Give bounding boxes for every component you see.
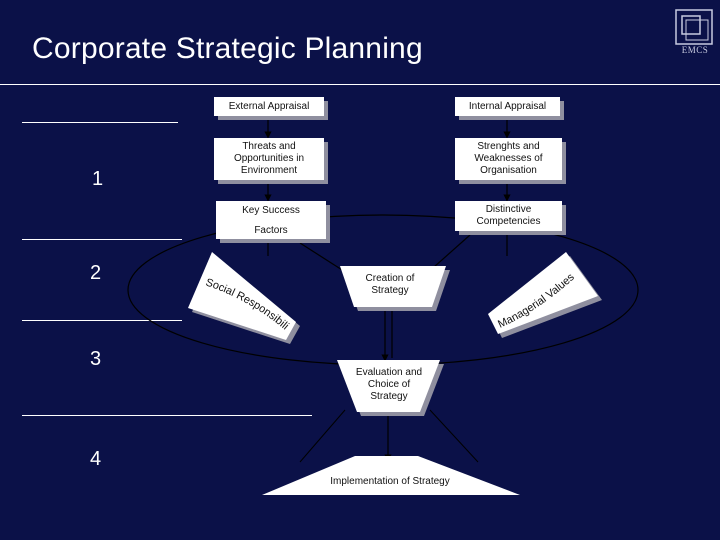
connector-right-implementation — [429, 409, 479, 463]
evaluation-label-line3: Strategy — [370, 391, 407, 402]
evaluation-label-line2: Choice of — [368, 379, 410, 390]
creation-label-line1: Creation of — [366, 273, 415, 284]
external-appraisal-box[interactable]: External Appraisal — [214, 97, 324, 116]
emcs-logo-icon — [675, 9, 713, 45]
key-success-line2: Factors — [254, 225, 288, 236]
connector-left-implementation — [299, 409, 346, 463]
evaluation-label-line1: Evaluation and — [356, 367, 422, 378]
creation-of-strategy-shape[interactable] — [340, 266, 446, 307]
distinctive-competencies-label: Distinctive Competencies — [476, 204, 541, 227]
section-number-4: 4 — [90, 448, 102, 470]
section-divider-1 — [22, 122, 178, 123]
section-number-2: 2 — [90, 262, 102, 284]
evaluation-choice-shape[interactable] — [337, 360, 440, 412]
internal-appraisal-label: Internal Appraisal — [468, 100, 547, 112]
section-divider-3 — [22, 320, 182, 321]
section-divider-4 — [22, 415, 312, 416]
section-number-3: 3 — [90, 348, 102, 370]
threats-opportunities-label: Threats and Opportunities in Environment — [233, 141, 305, 176]
managerial-values-shape[interactable] — [488, 252, 598, 334]
implementation-label: Implementation of Strategy — [330, 476, 450, 487]
social-responsibility-shape[interactable] — [188, 252, 296, 340]
section-divider-2 — [22, 239, 182, 240]
strengths-weaknesses-label: Strenghts and Weaknesses of Organisation — [474, 141, 543, 176]
implementation-shape[interactable] — [262, 456, 520, 495]
title-divider — [0, 84, 720, 85]
internal-appraisal-box[interactable]: Internal Appraisal — [455, 97, 560, 116]
creation-label-line2: Strategy — [371, 285, 408, 296]
threats-opportunities-box[interactable]: Threats and Opportunities in Environment — [214, 138, 324, 180]
external-appraisal-label: External Appraisal — [228, 100, 310, 112]
distinctive-competencies-box[interactable]: Distinctive Competencies — [455, 201, 562, 231]
slide-title: Corporate Strategic Planning — [32, 32, 423, 65]
strengths-weaknesses-box[interactable]: Strenghts and Weaknesses of Organisation — [455, 138, 562, 180]
section-number-1: 1 — [92, 168, 104, 190]
key-success-factors-box[interactable]: Key Success Factors — [216, 201, 326, 239]
logo-text: EMCS — [681, 45, 709, 55]
key-success-line1: Key Success — [242, 205, 300, 216]
